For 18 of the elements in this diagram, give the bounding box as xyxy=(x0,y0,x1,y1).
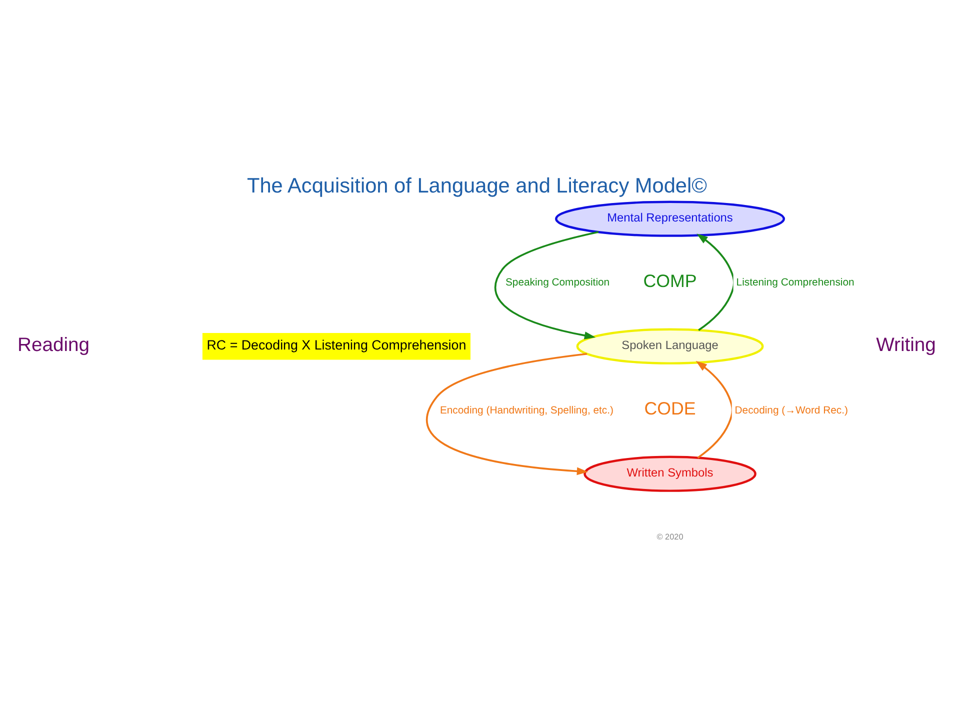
label: Writing xyxy=(876,334,936,356)
edge-label: Encoding (Handwriting, Spelling, etc.) xyxy=(440,404,614,416)
edge-label: Decoding (→Word Rec.) xyxy=(734,404,848,416)
diagram-title: The Acquisition of Language and Literacy Model© xyxy=(247,174,707,198)
arrow xyxy=(696,360,734,458)
edge-label: Listening Comprehension xyxy=(736,277,854,288)
label: © 2020 xyxy=(656,532,684,542)
node-ellipse: Written Symbols xyxy=(584,455,756,492)
label: COMP xyxy=(643,270,697,291)
label: Reading xyxy=(18,334,90,356)
arrow xyxy=(426,352,588,475)
node-ellipse: Mental Representations xyxy=(555,200,786,236)
edge-label: Speaking Composition xyxy=(505,277,610,288)
arrow xyxy=(696,233,735,330)
label: RC = Decoding X Listening Comprehension xyxy=(206,337,466,352)
label: CODE xyxy=(644,398,696,418)
arrow xyxy=(494,230,599,339)
node-ellipse: Spoken Language xyxy=(576,328,764,364)
